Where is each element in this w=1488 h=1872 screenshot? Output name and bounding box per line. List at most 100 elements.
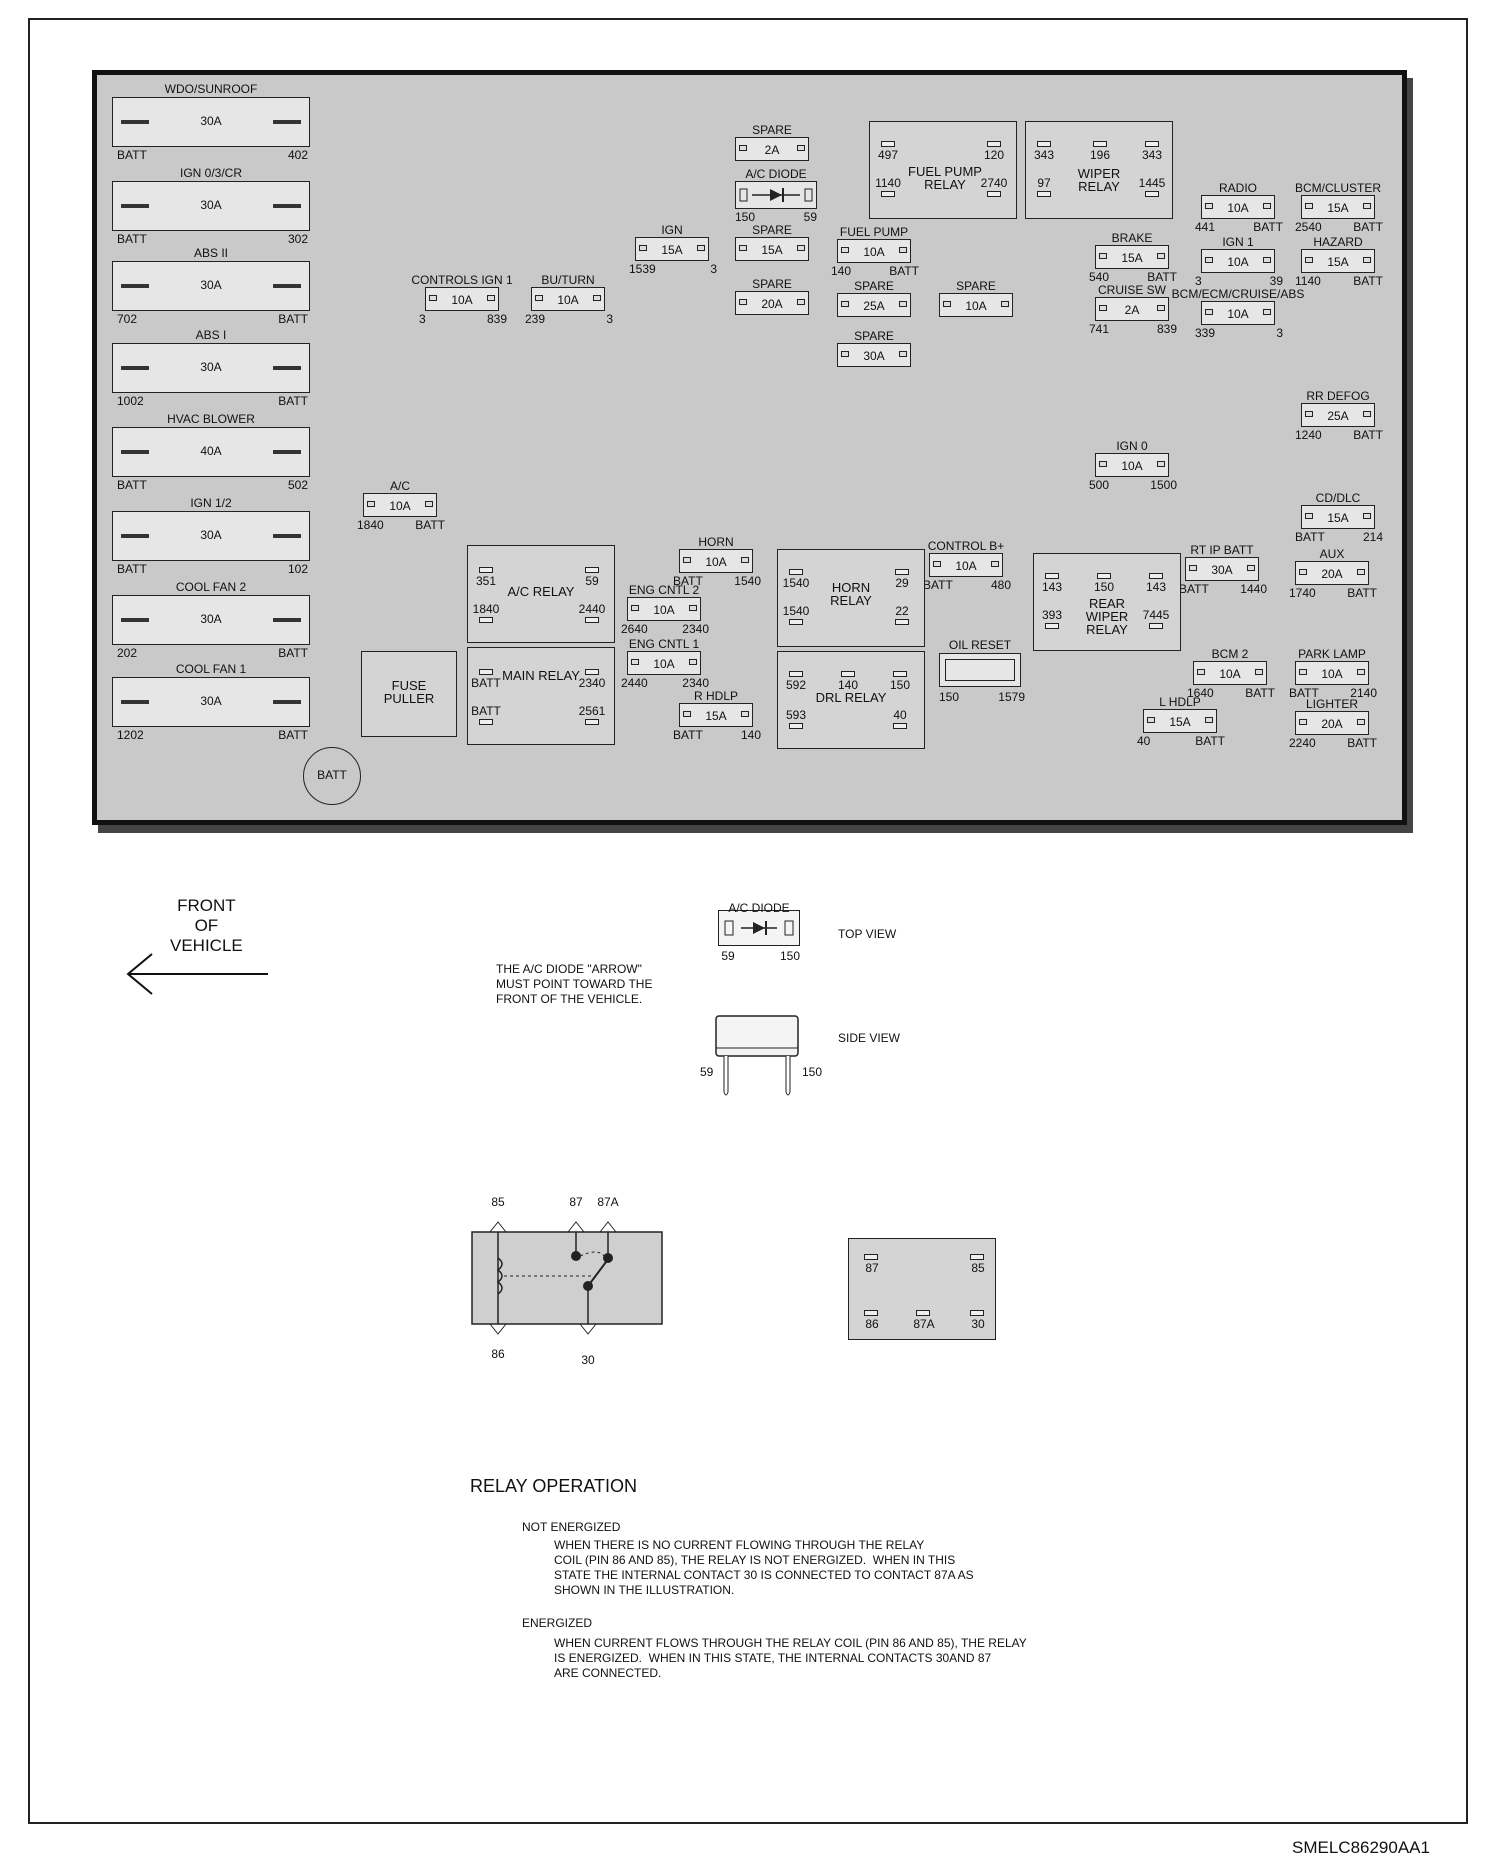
relay-pin-circuit: 1540: [782, 604, 810, 618]
fuse-terminal: [487, 295, 495, 301]
relay-pin-circuit: 150: [889, 678, 911, 692]
mini-fuse-left-circuit: 2440: [621, 676, 648, 690]
maxi-fuse-amp: 30A: [200, 612, 222, 626]
relay-pin-circuit: 59: [585, 574, 599, 588]
relay-pin-circuit: 140: [837, 678, 859, 692]
fuse-blade: [273, 450, 301, 454]
oil-reset-left-circuit: 150: [939, 690, 960, 704]
relay-pin-mark: [1145, 141, 1159, 147]
mini-fuse-amp: 10A: [653, 657, 675, 671]
mini-fuse: 25A: [837, 293, 911, 317]
relay-pin-circuit: 592: [785, 678, 807, 692]
mini-fuse: 30A: [837, 343, 911, 367]
fuse-terminal: [943, 301, 951, 307]
mini-fuse-name: SPARE: [956, 279, 996, 293]
ac-diode-right-circuit: 59: [803, 210, 817, 224]
maxi-fuse-right-circuit: 102: [287, 562, 308, 576]
fuse-terminal: [1305, 203, 1313, 209]
fuse-terminal: [899, 247, 907, 253]
mini-fuse-left-circuit: BATT: [1289, 686, 1319, 700]
mini-fuse: 15A: [735, 237, 809, 261]
mini-fuse-right-circuit: 2340: [682, 622, 709, 636]
maxi-fuse-name: COOL FAN 2: [175, 580, 247, 594]
mini-fuse-right-circuit: BATT: [889, 264, 919, 278]
mini-fuse-name: IGN 0: [1116, 439, 1148, 453]
mini-fuse-left-circuit: 40: [1137, 734, 1151, 748]
maxi-fuse-amp: 30A: [200, 528, 222, 542]
mini-fuse-right-circuit: 3: [606, 312, 613, 326]
relay-operation-title: RELAY OPERATION: [470, 1476, 638, 1496]
mini-fuse-amp: 30A: [863, 349, 885, 363]
relay-pin-circuit: 343: [1141, 148, 1163, 162]
fuse-blade: [273, 700, 301, 704]
relay-pin-mark: [895, 619, 909, 625]
relay-pin-circuit: 143: [1041, 580, 1063, 594]
mini-fuse-amp: 10A: [1227, 255, 1249, 269]
relay-pin-mark: [1097, 573, 1111, 579]
mini-fuse-amp: 2A: [764, 143, 780, 157]
relay-block: [777, 549, 925, 647]
fuse-puller: [361, 651, 457, 737]
relay-block: [869, 121, 1017, 219]
relay-block: [467, 545, 615, 643]
relay-block: [777, 651, 925, 749]
mini-fuse-name: CRUISE SW: [1097, 283, 1167, 297]
mini-fuse-name: SPARE: [752, 277, 792, 291]
fuse-blade: [273, 120, 301, 124]
fuse-terminal: [1305, 257, 1313, 263]
maxi-fuse-amp: 30A: [200, 360, 222, 374]
fuse-terminal: [1099, 305, 1107, 311]
maxi-fuse-name: ABS I: [195, 328, 227, 342]
fuse-terminal: [689, 659, 697, 665]
fuse-blade: [273, 284, 301, 288]
mini-fuse-amp: 15A: [705, 709, 727, 723]
mini-fuse: 15A: [1301, 505, 1375, 529]
mini-fuse: 10A: [531, 287, 605, 311]
maxi-fuse: 30A: [112, 181, 310, 231]
relay-schematic-diagram: [471, 1221, 663, 1335]
fuse-blade: [121, 700, 149, 704]
mini-fuse-right-circuit: 839: [1156, 322, 1177, 336]
fuse-terminal: [1001, 301, 1009, 307]
front-arrow-icon: [126, 953, 268, 995]
mini-fuse-name: SPARE: [752, 123, 792, 137]
fuse-blade: [121, 450, 149, 454]
fuse-terminal: [1157, 305, 1165, 311]
fuse-terminal: [739, 145, 747, 151]
relay-pin-mark: [585, 617, 599, 623]
mini-fuse-right-circuit: BATT: [1353, 220, 1383, 234]
relay-pin-mark: [1037, 191, 1051, 197]
maxi-fuse-right-circuit: BATT: [278, 728, 308, 742]
fuse-blade: [273, 366, 301, 370]
relay-pin-mark: [893, 723, 907, 729]
mini-fuse-amp: 15A: [761, 243, 783, 257]
maxi-fuse-amp: 30A: [200, 694, 222, 708]
mini-fuse-right-circuit: BATT: [1147, 270, 1177, 284]
relay-pin-86: 86: [491, 1347, 505, 1361]
fuse-terminal: [1363, 203, 1371, 209]
relay-pin-mark: [585, 669, 599, 675]
maxi-fuse-right-circuit: BATT: [278, 312, 308, 326]
relay-pin-mark: [1149, 623, 1163, 629]
relay-face-pin-87a-mark: [916, 1310, 930, 1316]
maxi-fuse-left-circuit: 702: [117, 312, 138, 326]
maxi-fuse-name: WDO/SUNROOF: [164, 82, 258, 96]
diode-side-caption: SIDE VIEW: [838, 1031, 901, 1045]
mini-fuse: 15A: [679, 703, 753, 727]
relay-pin-circuit: 1140: [875, 176, 901, 190]
maxi-fuse-amp: 30A: [200, 278, 222, 292]
relay-pin-mark: [1093, 141, 1107, 147]
relay-pin-circuit: 143: [1145, 580, 1167, 594]
maxi-fuse-right-circuit: 502: [287, 478, 308, 492]
mini-fuse-left-circuit: BATT: [1179, 582, 1209, 596]
maxi-fuse-left-circuit: BATT: [117, 562, 147, 576]
relay-pin-85: 85: [491, 1195, 505, 1209]
relay-pin-mark: [881, 141, 895, 147]
maxi-fuse-name: HVAC BLOWER: [167, 412, 255, 426]
relay-pin-mark: [841, 671, 855, 677]
mini-fuse-amp: 15A: [661, 243, 683, 257]
fuse-terminal: [1363, 513, 1371, 519]
mini-fuse-name: IGN: [661, 223, 683, 237]
mini-fuse: 10A: [363, 493, 437, 517]
mini-fuse: 20A: [1295, 561, 1369, 585]
